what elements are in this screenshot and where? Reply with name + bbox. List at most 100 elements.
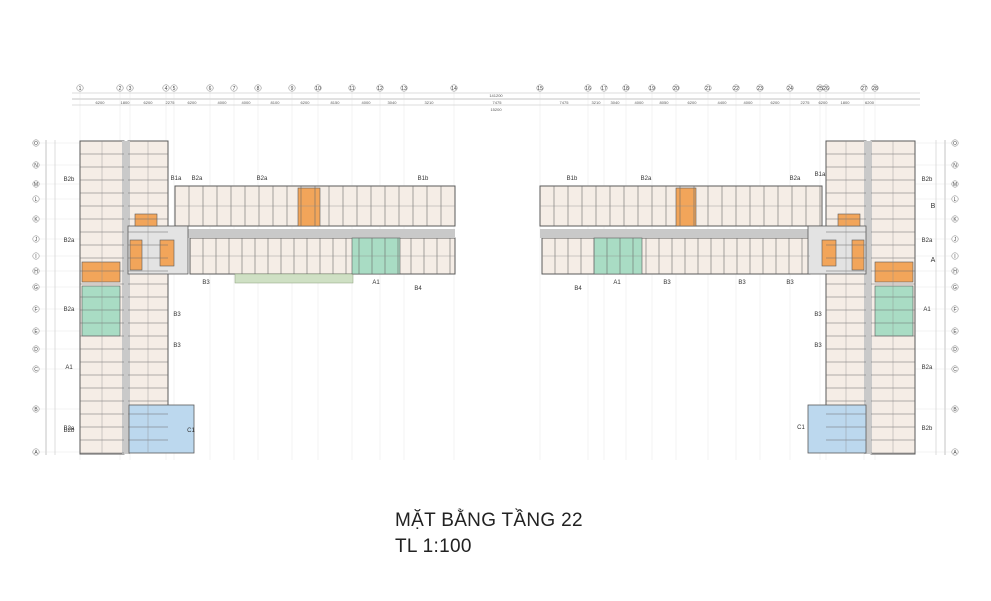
unit-type-label: B1a <box>171 176 182 182</box>
grid-row-label: M <box>34 182 38 188</box>
right-horizontal-corridor <box>540 229 872 238</box>
unit-type-label: A1 <box>65 365 73 371</box>
unit-type-label: B2a <box>64 238 75 244</box>
grid-column-label: 4 <box>165 86 168 92</box>
dimension-text: 6200 <box>688 100 698 105</box>
unit-type-label: B2b <box>922 426 933 432</box>
grid-row-label: E <box>953 329 957 335</box>
dimension-text: 6200 <box>188 100 198 105</box>
grid-row-label: H <box>953 269 957 275</box>
grid-column-label: 6 <box>209 86 212 92</box>
grid-row-label: M <box>953 182 957 188</box>
unit-type-label: A1 <box>372 280 380 286</box>
drawing-title: MẶT BẰNG TẦNG 22 <box>395 510 583 531</box>
grid-row-label: E <box>34 329 38 335</box>
grid-column-label: 18 <box>623 86 629 92</box>
grid-column-label: 15 <box>537 86 543 92</box>
grid-row-label: C <box>34 367 38 373</box>
left-stair-core <box>134 213 158 227</box>
dimension-text: 3040 <box>388 100 398 105</box>
right-unit-a1 <box>874 285 914 337</box>
right-vertical-corridor <box>864 141 872 454</box>
left-stair-core <box>129 239 143 271</box>
grid-column-bubble: 7 <box>230 84 238 460</box>
grid-row-label: I <box>954 254 955 260</box>
dimension-text: 4000 <box>744 100 754 105</box>
grid-row-bubble: C <box>32 365 98 373</box>
grid-column-label: 20 <box>673 86 679 92</box>
right-stair-core <box>851 239 865 271</box>
left-stair-core <box>297 187 321 227</box>
grid-row-label: C <box>953 367 957 373</box>
grid-column-bubble: 15 <box>536 84 544 460</box>
grid-column-bubble: 17 <box>600 84 608 460</box>
right-stair-core <box>675 187 697 227</box>
grid-column-bubble: 22 <box>732 84 740 460</box>
grid-column-bubble: 5 <box>170 84 178 460</box>
left-vertical-corridor <box>122 141 130 454</box>
grid-row-bubble: A <box>893 448 959 456</box>
unit-type-label: B <box>931 203 936 210</box>
right-unit-c1 <box>807 404 867 454</box>
grid-row-label: F <box>953 307 956 313</box>
grid-column-label: 23 <box>757 86 763 92</box>
grid-column-label: 3 <box>129 86 132 92</box>
grid-row-label: G <box>34 285 38 291</box>
grid-column-bubble: 23 <box>756 84 764 460</box>
dimension-text: 4000 <box>218 100 228 105</box>
grid-column-label: 28 <box>872 86 878 92</box>
dimension-text: 4400 <box>718 100 728 105</box>
grid-column-label: 25 <box>817 86 823 92</box>
left-terrace-strip <box>234 273 354 284</box>
unit-type-label: B1b <box>418 176 429 182</box>
grid-column-label: 12 <box>377 86 383 92</box>
grid-row-bubble: L <box>32 195 98 203</box>
grid-column-label: 17 <box>601 86 607 92</box>
dimension-text: 3210 <box>425 100 435 105</box>
unit-type-label: B3 <box>738 280 746 286</box>
left-stair-core <box>159 239 175 267</box>
left-horizontal-corridor <box>122 229 455 238</box>
dimension-text: 7475 <box>493 100 503 105</box>
unit-type-label: B2a <box>64 426 75 432</box>
grid-row-label: B <box>953 407 957 413</box>
grid-column-label: 13 <box>401 86 407 92</box>
dimension-text: 1800 <box>841 100 851 105</box>
grid-column-bubble: 25 <box>816 84 824 460</box>
grid-row-label: F <box>34 307 37 313</box>
drawing-scale: TL 1:100 <box>395 536 472 557</box>
right-stair-core <box>874 261 914 283</box>
grid-row-bubble: O <box>893 139 959 147</box>
grid-column-bubble: 14 <box>450 84 458 460</box>
unit-type-label: B3 <box>663 280 671 286</box>
grid-row-label: G <box>953 285 957 291</box>
unit-type-label: C1 <box>187 428 195 434</box>
grid-row-label: O <box>34 141 38 147</box>
unit-type-label: B2a <box>790 176 801 182</box>
grid-column-bubble: 6 <box>206 84 214 460</box>
dimension-text: 8100 <box>271 100 281 105</box>
grid-column-label: 21 <box>705 86 711 92</box>
overall-dimension-text: 141200 <box>489 93 503 98</box>
grid-column-label: 27 <box>861 86 867 92</box>
unit-type-label: B4 <box>414 286 422 292</box>
unit-type-label: B3 <box>814 312 822 318</box>
grid-row-label: K <box>953 217 957 223</box>
dimension-text: 8050 <box>660 100 670 105</box>
dimension-text: 8150 <box>331 100 341 105</box>
right-stair-core <box>837 213 861 227</box>
grid-row-label: H <box>34 269 38 275</box>
grid-row-label: A <box>34 450 38 456</box>
grid-column-label: 11 <box>349 86 354 92</box>
dimension-text: 6200 <box>771 100 781 105</box>
grid-column-label: 19 <box>649 86 655 92</box>
dimension-text: 4000 <box>362 100 372 105</box>
grid-row-label: A <box>953 450 957 456</box>
unit-type-label: B2a <box>192 176 203 182</box>
grid-row-label: K <box>34 217 38 223</box>
dimension-text: 4000 <box>635 100 645 105</box>
grid-column-label: 14 <box>451 86 457 92</box>
left-unit-a1 <box>81 285 121 337</box>
